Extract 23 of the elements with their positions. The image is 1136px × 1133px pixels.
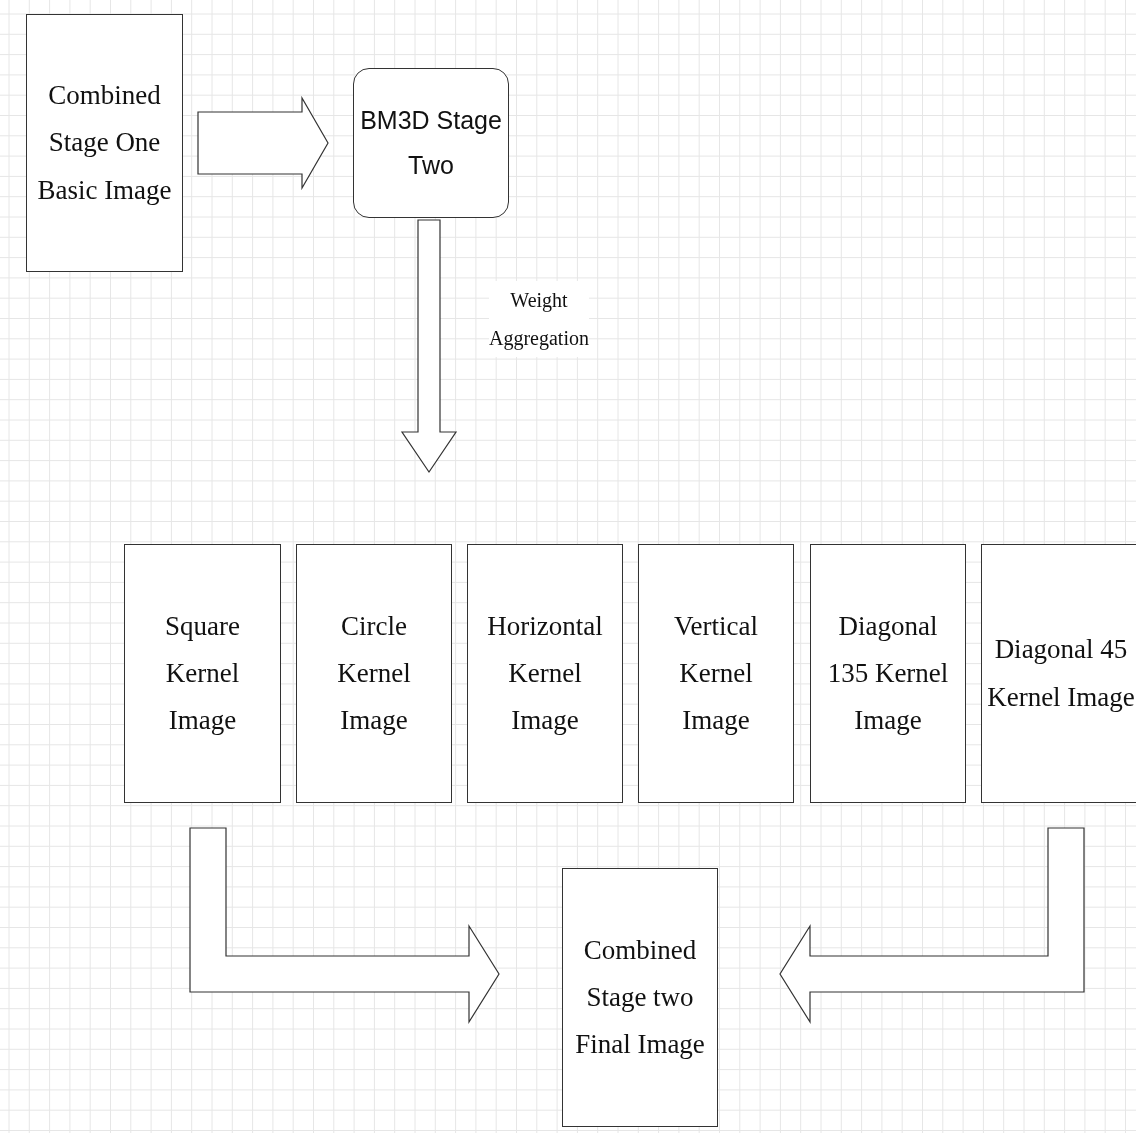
- process-box: [810, 544, 966, 803]
- block-arrow: [779, 827, 1085, 1025]
- block-arrow: [189, 827, 500, 1025]
- node-label: BM3D Stage Two: [359, 105, 503, 181]
- block-arrow: [400, 219, 458, 474]
- edge-label: Weight Aggregation: [489, 281, 589, 357]
- process-box: [124, 544, 281, 803]
- node-label: Combined Stage two Final Image: [574, 933, 706, 1062]
- node-label: Horizontal Kernel Image: [486, 609, 604, 738]
- process-box: [467, 544, 623, 803]
- process-box: [26, 14, 183, 272]
- rounded-process-box: [353, 68, 509, 218]
- node-label: Diagonal 135 Kernel Image: [826, 609, 950, 738]
- block-arrow: [197, 95, 329, 191]
- process-box: [296, 544, 452, 803]
- process-box: [981, 544, 1136, 803]
- node-label: Square Kernel Image: [164, 609, 241, 738]
- process-box: [562, 868, 718, 1127]
- node-label: Combined Stage One Basic Image: [36, 79, 173, 207]
- process-box: [638, 544, 794, 803]
- node-label: Vertical Kernel Image: [673, 609, 759, 738]
- node-label: Diagonal 45 Kernel Image: [986, 633, 1136, 714]
- node-label: Circle Kernel Image: [336, 609, 412, 738]
